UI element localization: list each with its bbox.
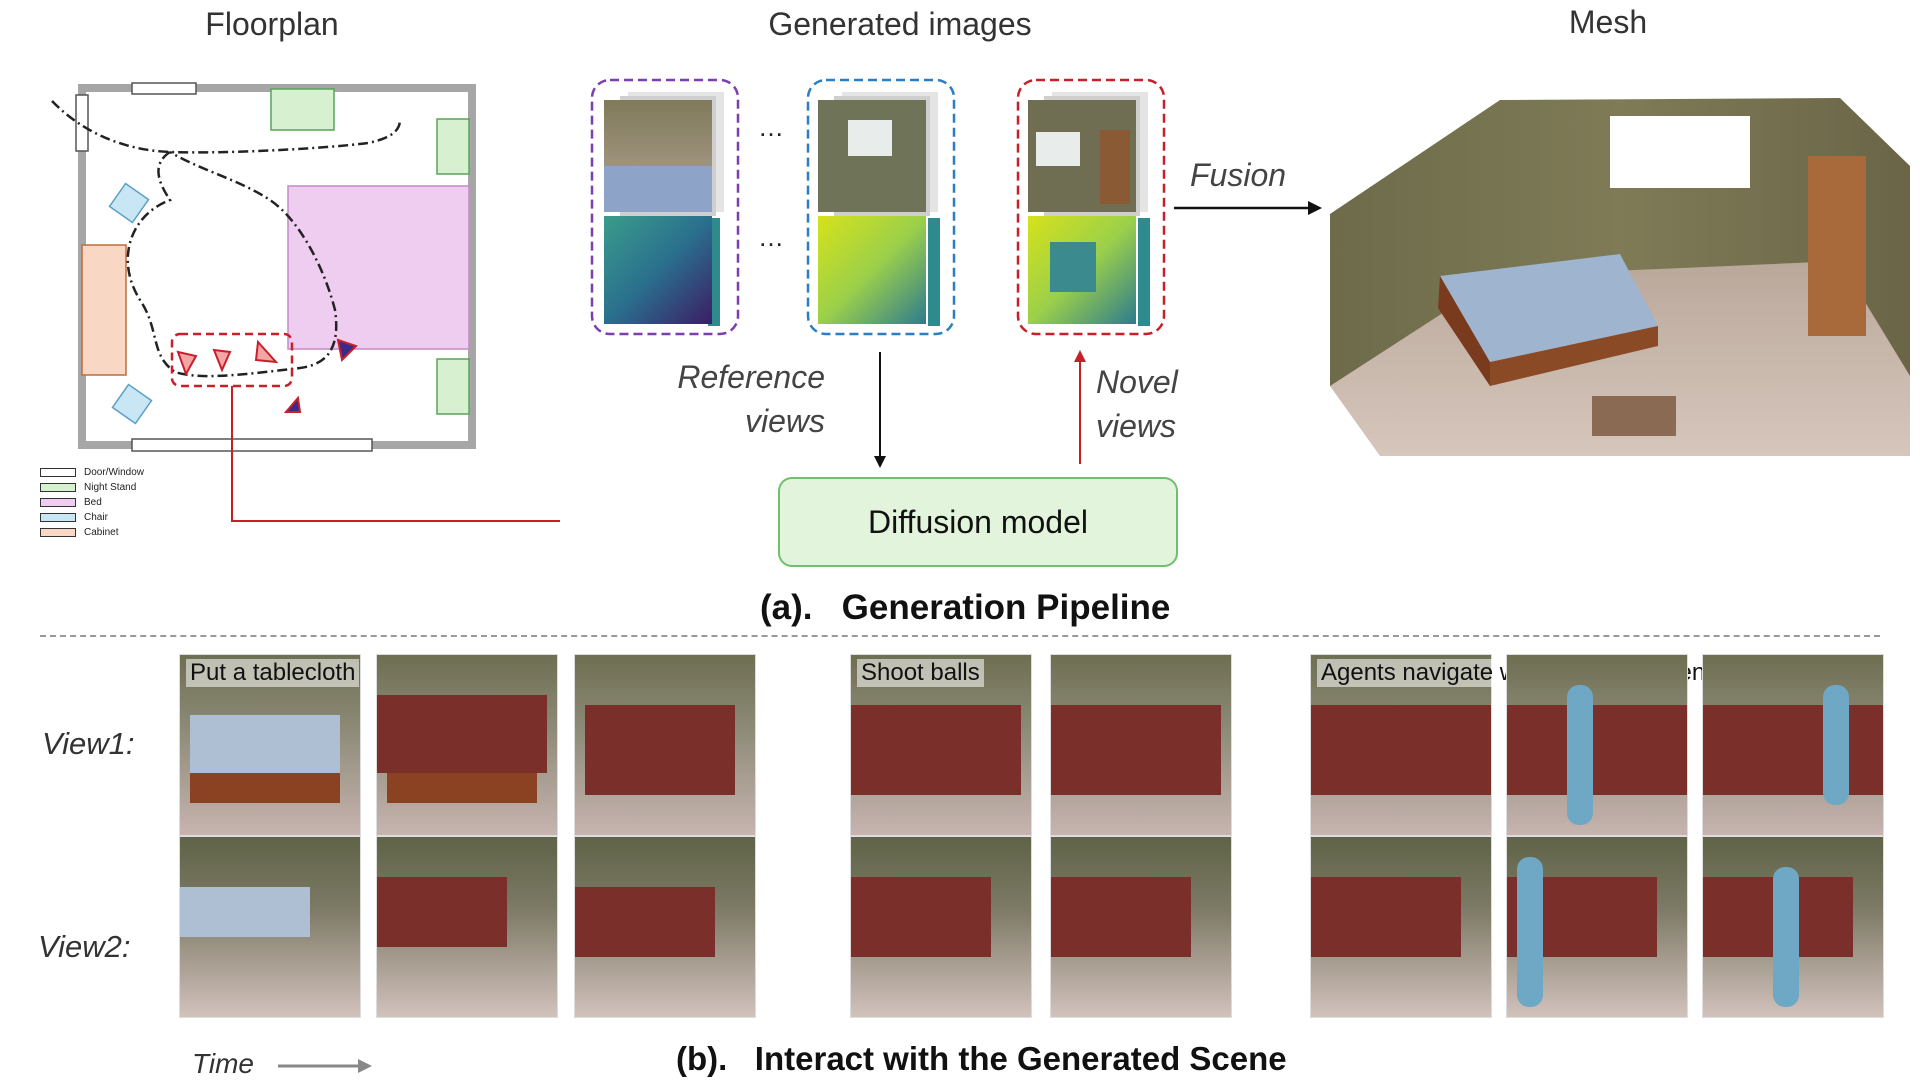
door-left bbox=[75, 94, 89, 152]
floorplan-to-diffusion-arrow bbox=[231, 386, 560, 522]
cabinet bbox=[81, 244, 127, 376]
task-label-shoot-balls: Shoot balls bbox=[857, 659, 984, 687]
scene-frame: Agents navigate within the virtual envir… bbox=[1310, 654, 1815, 836]
scene-frame bbox=[1310, 836, 1492, 1018]
mesh-ottoman bbox=[1592, 396, 1676, 436]
novel-view-box bbox=[1016, 78, 1166, 336]
scene-frame bbox=[179, 836, 361, 1018]
mesh-window bbox=[1610, 116, 1750, 188]
scene-frame bbox=[1506, 836, 1688, 1018]
novel-views-label: Novel views bbox=[1096, 360, 1178, 448]
reference-label-line2: views bbox=[744, 403, 825, 439]
legend-item-night-stand: Night Stand bbox=[40, 481, 136, 493]
mesh-render bbox=[1330, 98, 1910, 456]
legend-swatch bbox=[40, 512, 76, 522]
mesh-bed bbox=[1440, 254, 1658, 362]
fusion-arrow bbox=[1174, 201, 1322, 215]
legend-swatch bbox=[40, 527, 76, 537]
nightstand-right-top bbox=[436, 118, 470, 175]
selected-cameras-box bbox=[170, 332, 294, 388]
agent-figure bbox=[1567, 685, 1593, 825]
agent-figure bbox=[1823, 685, 1849, 805]
depth-thumbnail bbox=[818, 216, 926, 324]
scene-frame bbox=[574, 836, 756, 1018]
nightstand-right-bottom bbox=[436, 358, 470, 415]
caption-generation-pipeline: (a). Generation Pipeline bbox=[760, 588, 1171, 627]
window-bottom bbox=[131, 438, 373, 452]
scene-frame bbox=[376, 654, 558, 836]
diffusion-model-box: Diffusion model bbox=[778, 477, 1178, 567]
pipeline-arrows bbox=[874, 350, 1086, 468]
floorplan-diagram bbox=[51, 82, 560, 522]
legend-swatch bbox=[40, 467, 76, 477]
legend-item-door-window: Door/Window bbox=[40, 466, 144, 478]
reference-views-label: Reference views bbox=[560, 355, 825, 443]
window-top bbox=[131, 82, 197, 95]
floorplan-header: Floorplan bbox=[205, 6, 339, 42]
fusion-label: Fusion bbox=[1190, 157, 1287, 193]
legend-swatch bbox=[40, 482, 76, 492]
scene-frame: Put a tablecloth bbox=[179, 654, 361, 836]
reference-view-box-2 bbox=[806, 78, 956, 336]
reference-label-line1: Reference bbox=[677, 359, 825, 395]
legend-item-cabinet: Cabinet bbox=[40, 526, 118, 538]
view1-label: View1: bbox=[42, 726, 135, 761]
scene-frame bbox=[376, 836, 558, 1018]
section-divider bbox=[40, 635, 1880, 637]
nightstand-top bbox=[270, 88, 335, 131]
generated-images-stacks: … … bbox=[590, 78, 1166, 336]
camera-marker-dark bbox=[336, 338, 358, 363]
camera-marker bbox=[254, 339, 279, 364]
scene-frame bbox=[574, 654, 756, 836]
time-label: Time bbox=[192, 1048, 254, 1079]
camera-marker bbox=[176, 350, 198, 377]
scene-frame bbox=[1050, 654, 1232, 836]
scene-frame bbox=[1050, 836, 1232, 1018]
chair-upper bbox=[108, 182, 150, 224]
bed bbox=[287, 185, 470, 350]
reference-view-box-1 bbox=[590, 78, 740, 336]
mesh-cabinet bbox=[1808, 156, 1866, 336]
svg-text:…: … bbox=[758, 112, 784, 142]
time-arrow bbox=[278, 1059, 372, 1073]
camera-marker bbox=[212, 348, 232, 373]
depth-thumbnail bbox=[604, 216, 712, 324]
mesh-header: Mesh bbox=[1568, 4, 1648, 40]
scene-frame: Shoot balls bbox=[850, 654, 1032, 836]
scene-frame bbox=[1702, 654, 1884, 836]
svg-text:…: … bbox=[758, 222, 784, 252]
camera-trajectory bbox=[51, 100, 402, 378]
generated-images-header: Generated images bbox=[768, 6, 1032, 42]
view2-label: View2: bbox=[38, 929, 131, 964]
camera-marker-dark bbox=[283, 395, 302, 413]
legend-swatch bbox=[40, 497, 76, 507]
novel-label-line1: Novel bbox=[1096, 364, 1178, 400]
chair-lower bbox=[111, 383, 153, 425]
scene-frame bbox=[1506, 654, 1688, 836]
agent-figure bbox=[1517, 857, 1543, 1007]
legend-item-bed: Bed bbox=[40, 496, 102, 508]
diffusion-model-label: Diffusion model bbox=[868, 503, 1088, 540]
agent-figure bbox=[1773, 867, 1799, 1007]
legend-item-chair: Chair bbox=[40, 511, 108, 523]
scene-frame bbox=[1702, 836, 1884, 1018]
scene-frame bbox=[850, 836, 1032, 1018]
novel-label-line2: views bbox=[1096, 408, 1177, 444]
task-label-tablecloth: Put a tablecloth bbox=[186, 659, 360, 687]
caption-interact: (b). Interact with the Generated Scene bbox=[676, 1040, 1287, 1077]
